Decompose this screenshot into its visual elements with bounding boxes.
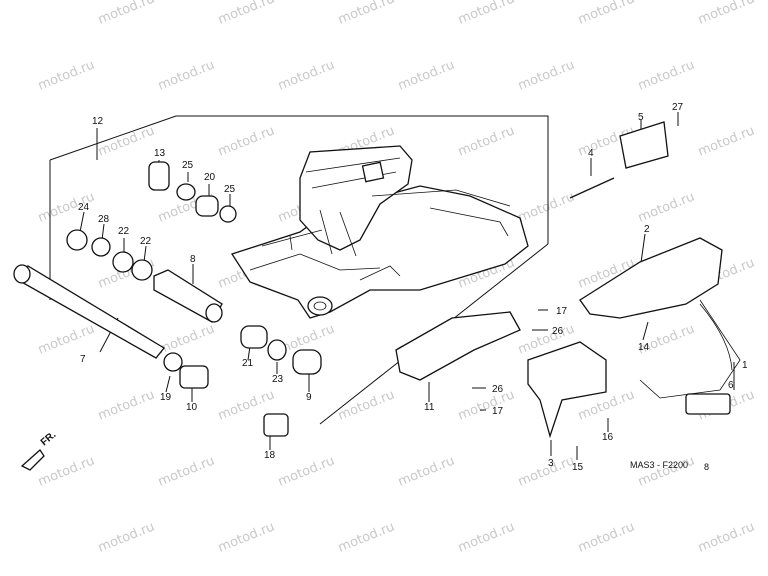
watermark-text: motod.ru bbox=[156, 453, 217, 489]
callout-label: 21 bbox=[242, 358, 254, 369]
watermark-text: motod.ru bbox=[216, 519, 277, 555]
watermark-text: motod.ru bbox=[696, 123, 757, 159]
front-direction-arrow-icon: FR. bbox=[20, 429, 59, 471]
watermark-text: motod.ru bbox=[456, 123, 517, 159]
watermark-text: motod.ru bbox=[516, 453, 577, 489]
callout-label: 5 bbox=[638, 112, 644, 123]
callout-label: 25 bbox=[224, 184, 236, 195]
callout-labels: 1 2 3 4 5 6 7 8 9 10 11 12 13 14 15 16 1… bbox=[78, 102, 748, 473]
watermark-text: motod.ru bbox=[36, 321, 97, 357]
watermark-text: motod.ru bbox=[696, 519, 757, 555]
watermark-text: motod.ru bbox=[636, 189, 697, 225]
watermark-text: motod.ru bbox=[336, 0, 397, 28]
callout-label: 25 bbox=[182, 160, 194, 171]
callout-label: 23 bbox=[272, 374, 284, 385]
watermark-text: motod.ru bbox=[516, 57, 577, 93]
callout-label: 10 bbox=[186, 402, 198, 413]
callout-label: 16 bbox=[602, 432, 614, 443]
watermark-text: motod.ru bbox=[276, 453, 337, 489]
watermark-text: motod.ru bbox=[216, 0, 277, 28]
callout-label: 12 bbox=[92, 116, 104, 127]
watermark-text: motod.ru bbox=[456, 387, 517, 423]
watermark-text: motod.ru bbox=[636, 453, 697, 489]
watermark-text: motod.ru bbox=[96, 387, 157, 423]
callout-label: 17 bbox=[556, 306, 568, 317]
callout-label: 9 bbox=[306, 392, 312, 403]
callout-label: 22 bbox=[140, 236, 152, 247]
callout-label: 3 bbox=[548, 458, 554, 469]
watermark-text: motod.ru bbox=[576, 0, 637, 28]
diagram-code-suffix: 8 bbox=[704, 462, 709, 472]
callout-label: 4 bbox=[588, 148, 594, 159]
bushings bbox=[66, 161, 322, 437]
swingarm-body bbox=[230, 145, 529, 319]
callout-label: 28 bbox=[98, 214, 110, 225]
callout-label: 1 bbox=[742, 360, 748, 371]
direction-label: FR. bbox=[39, 429, 59, 448]
callout-label: 20 bbox=[204, 172, 216, 183]
watermark-text: motod.ru bbox=[516, 189, 577, 225]
leader-lines bbox=[79, 112, 735, 460]
watermark-text: motod.ru bbox=[576, 519, 637, 555]
callout-label: 8 bbox=[190, 254, 196, 265]
callout-label: 15 bbox=[572, 462, 584, 473]
callout-label: 22 bbox=[118, 226, 130, 237]
callout-label: 6 bbox=[728, 380, 734, 391]
callout-label: 2 bbox=[644, 224, 650, 235]
watermark-text: motod.ru bbox=[456, 519, 517, 555]
callout-label: 19 bbox=[160, 392, 172, 403]
watermark-text: motod.ru bbox=[96, 123, 157, 159]
chain-case bbox=[395, 121, 741, 439]
watermark-text: motod.ru bbox=[396, 57, 457, 93]
callout-label: 7 bbox=[80, 354, 86, 365]
callout-label: 11 bbox=[424, 402, 435, 413]
watermark-text: motod.ru bbox=[96, 0, 157, 28]
watermark-text: motod.ru bbox=[396, 453, 457, 489]
watermark-text: motod.ru bbox=[216, 123, 277, 159]
watermark-text: motod.ru bbox=[156, 321, 217, 357]
callout-label: 14 bbox=[638, 342, 650, 353]
watermark-text: motod.ru bbox=[336, 519, 397, 555]
watermark-text: motod.ru bbox=[336, 387, 397, 423]
diagram-code: MAS3 - F2200 bbox=[630, 460, 688, 470]
watermark-text: motod.ru bbox=[36, 57, 97, 93]
pivot-shaft bbox=[13, 264, 165, 359]
watermark-text: motod.ru bbox=[156, 57, 217, 93]
watermark-text: motod.ru bbox=[456, 0, 517, 28]
callout-label: 27 bbox=[672, 102, 684, 113]
watermark-text: motod.ru bbox=[276, 57, 337, 93]
watermark-text: motod.ru bbox=[696, 0, 757, 28]
callout-label: 13 bbox=[154, 148, 166, 159]
watermark-text: motod.ru bbox=[96, 519, 157, 555]
callout-label: 17 bbox=[492, 406, 504, 417]
assembly-12-frame bbox=[49, 115, 549, 244]
callout-label: 26 bbox=[492, 384, 504, 395]
watermark-text: motod.ru bbox=[636, 57, 697, 93]
callout-label: 18 bbox=[264, 450, 276, 461]
watermark-text: motod.ru bbox=[36, 453, 97, 489]
callout-label: 24 bbox=[78, 202, 90, 213]
callout-label: 26 bbox=[552, 326, 564, 337]
